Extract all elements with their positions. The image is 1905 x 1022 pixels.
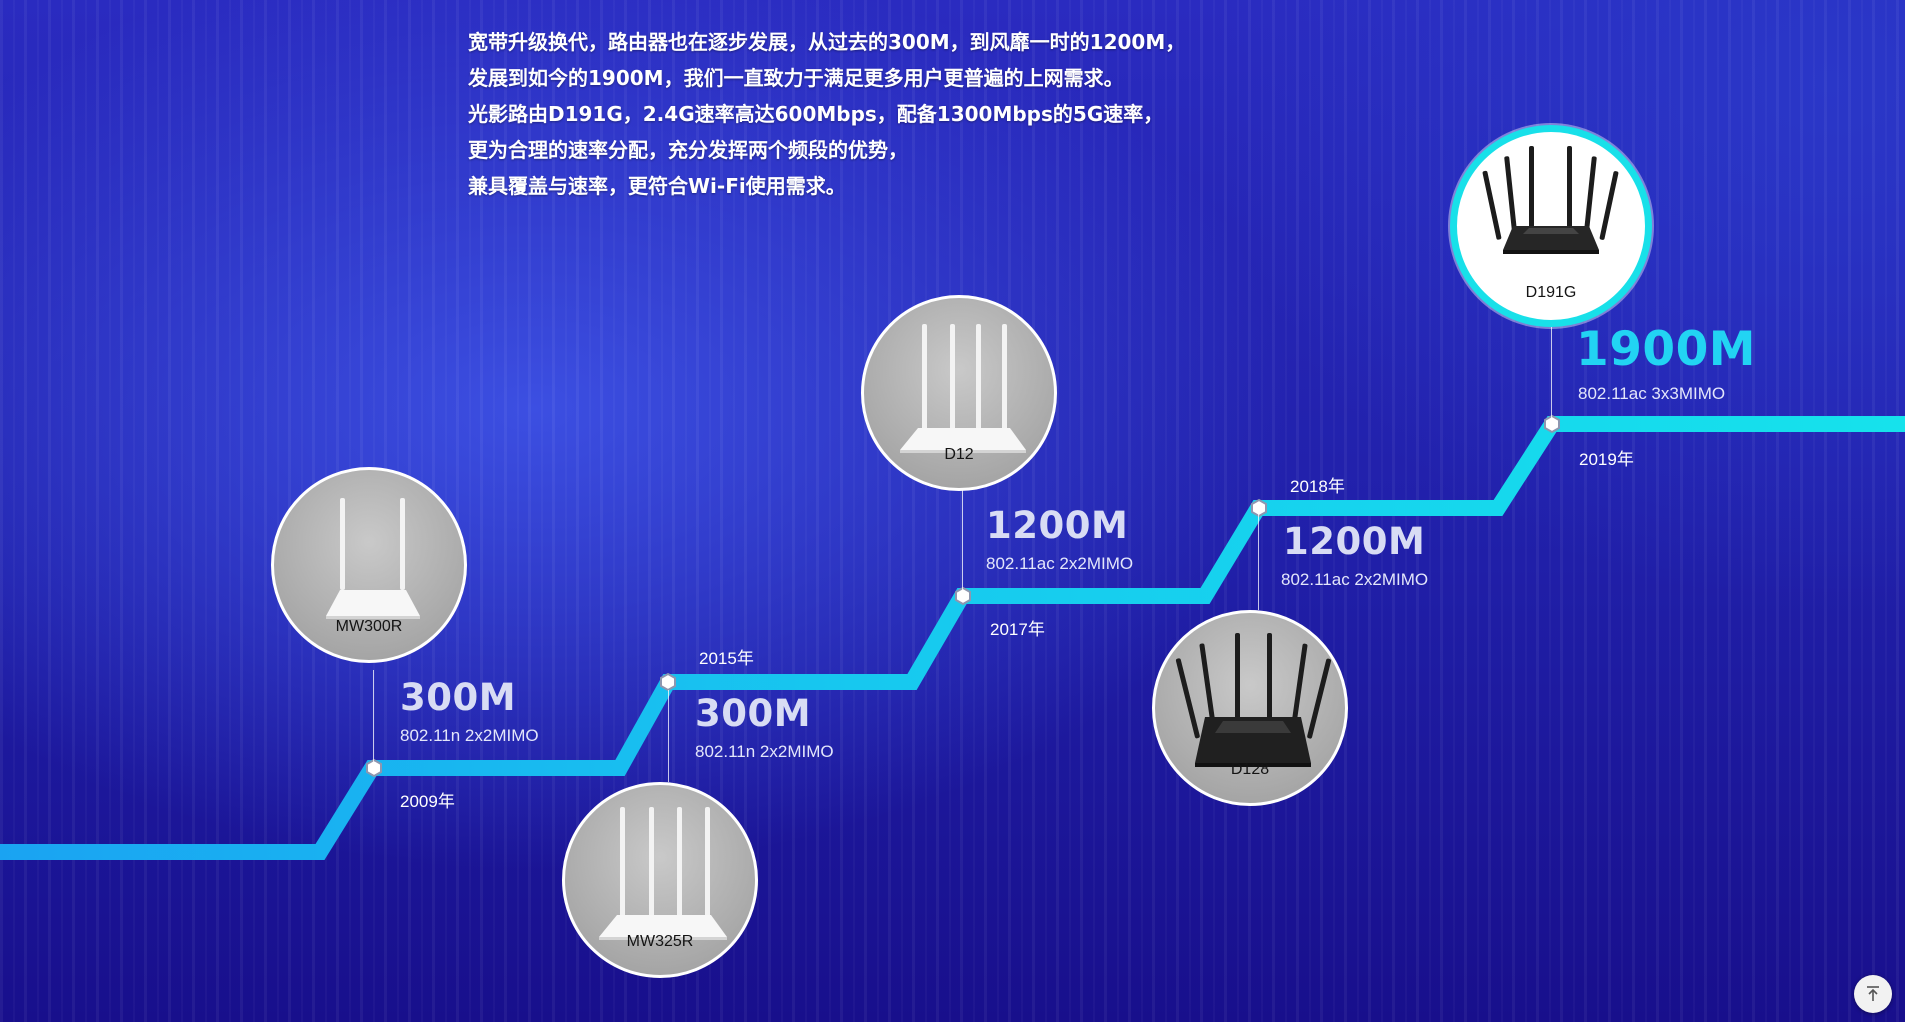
- router-d128-icon: [1175, 633, 1332, 767]
- intro-line-1: 宽带升级换代，路由器也在逐步发展，从过去的300M，到风靡一时的1200M，: [468, 30, 1186, 54]
- speed-label-2009: 300M: [400, 676, 517, 719]
- year-label-2017: 2017年: [990, 620, 1045, 639]
- timeline-node-2017: [955, 586, 971, 606]
- router-d191g-icon: [1482, 146, 1619, 254]
- product-circle-mw300r[interactable]: MW300R: [271, 467, 467, 663]
- product-model-label: D191G: [1525, 284, 1577, 301]
- connector-line-2009: [373, 670, 374, 764]
- product-model-label: MW300R: [335, 618, 403, 635]
- intro-line-4: 更为合理的速率分配，充分发挥两个频段的优势，: [468, 138, 908, 162]
- year-label-2019: 2019年: [1579, 450, 1634, 469]
- connector-line-2019: [1551, 326, 1552, 418]
- product-circle-d191g[interactable]: D191G: [1450, 125, 1652, 327]
- speed-label-2017: 1200M: [986, 504, 1129, 547]
- product-circle-d12[interactable]: D12: [861, 295, 1057, 491]
- speed-label-2019: 1900M: [1576, 322, 1757, 377]
- intro-text: 宽带升级换代，路由器也在逐步发展，从过去的300M，到风靡一时的1200M， 发…: [468, 24, 1368, 204]
- timeline-node-2019: [1544, 414, 1560, 434]
- product-model-label: D128: [1230, 761, 1270, 778]
- timeline-node-2009: [366, 758, 382, 778]
- year-label-2009: 2009年: [400, 792, 455, 811]
- spec-label-2018: 802.11ac 2x2MIMO: [1281, 570, 1429, 589]
- timeline-node-2015: [660, 672, 676, 692]
- product-model-label: MW325R: [626, 933, 694, 950]
- spec-label-2017: 802.11ac 2x2MIMO: [986, 554, 1134, 573]
- timeline-node-2018: [1251, 498, 1267, 518]
- product-circle-mw325r[interactable]: MW325R: [562, 782, 758, 978]
- product-model-label: D12: [944, 446, 974, 463]
- connector-line-2017: [962, 490, 963, 590]
- back-to-top-button[interactable]: [1854, 975, 1892, 1013]
- spec-label-2009: 802.11n 2x2MIMO: [400, 726, 539, 745]
- connector-line-2015: [668, 690, 669, 782]
- speed-label-2018: 1200M: [1283, 520, 1426, 563]
- router-d12-icon: [900, 324, 1026, 453]
- intro-line-5: 兼具覆盖与速率，更符合Wi-Fi使用需求。: [468, 174, 846, 198]
- year-label-2018: 2018年: [1290, 477, 1345, 496]
- arrow-up-to-line-icon: [1867, 986, 1879, 1001]
- product-circle-d128[interactable]: D128: [1152, 610, 1348, 806]
- speed-label-2015: 300M: [695, 692, 812, 735]
- intro-line-2: 发展到如今的1900M，我们一直致力于满足更多用户更普遍的上网需求。: [468, 66, 1124, 90]
- spec-label-2015: 802.11n 2x2MIMO: [695, 742, 834, 761]
- router-mw300r-icon: [326, 498, 420, 619]
- intro-line-3: 光影路由D191G，2.4G速率高达600Mbps，配备1300Mbps的5G速…: [468, 102, 1164, 126]
- year-label-2015: 2015年: [699, 649, 754, 668]
- connector-line-2018: [1258, 514, 1259, 610]
- spec-label-2019: 802.11ac 3x3MIMO: [1578, 384, 1726, 403]
- router-mw325r-icon: [599, 807, 727, 940]
